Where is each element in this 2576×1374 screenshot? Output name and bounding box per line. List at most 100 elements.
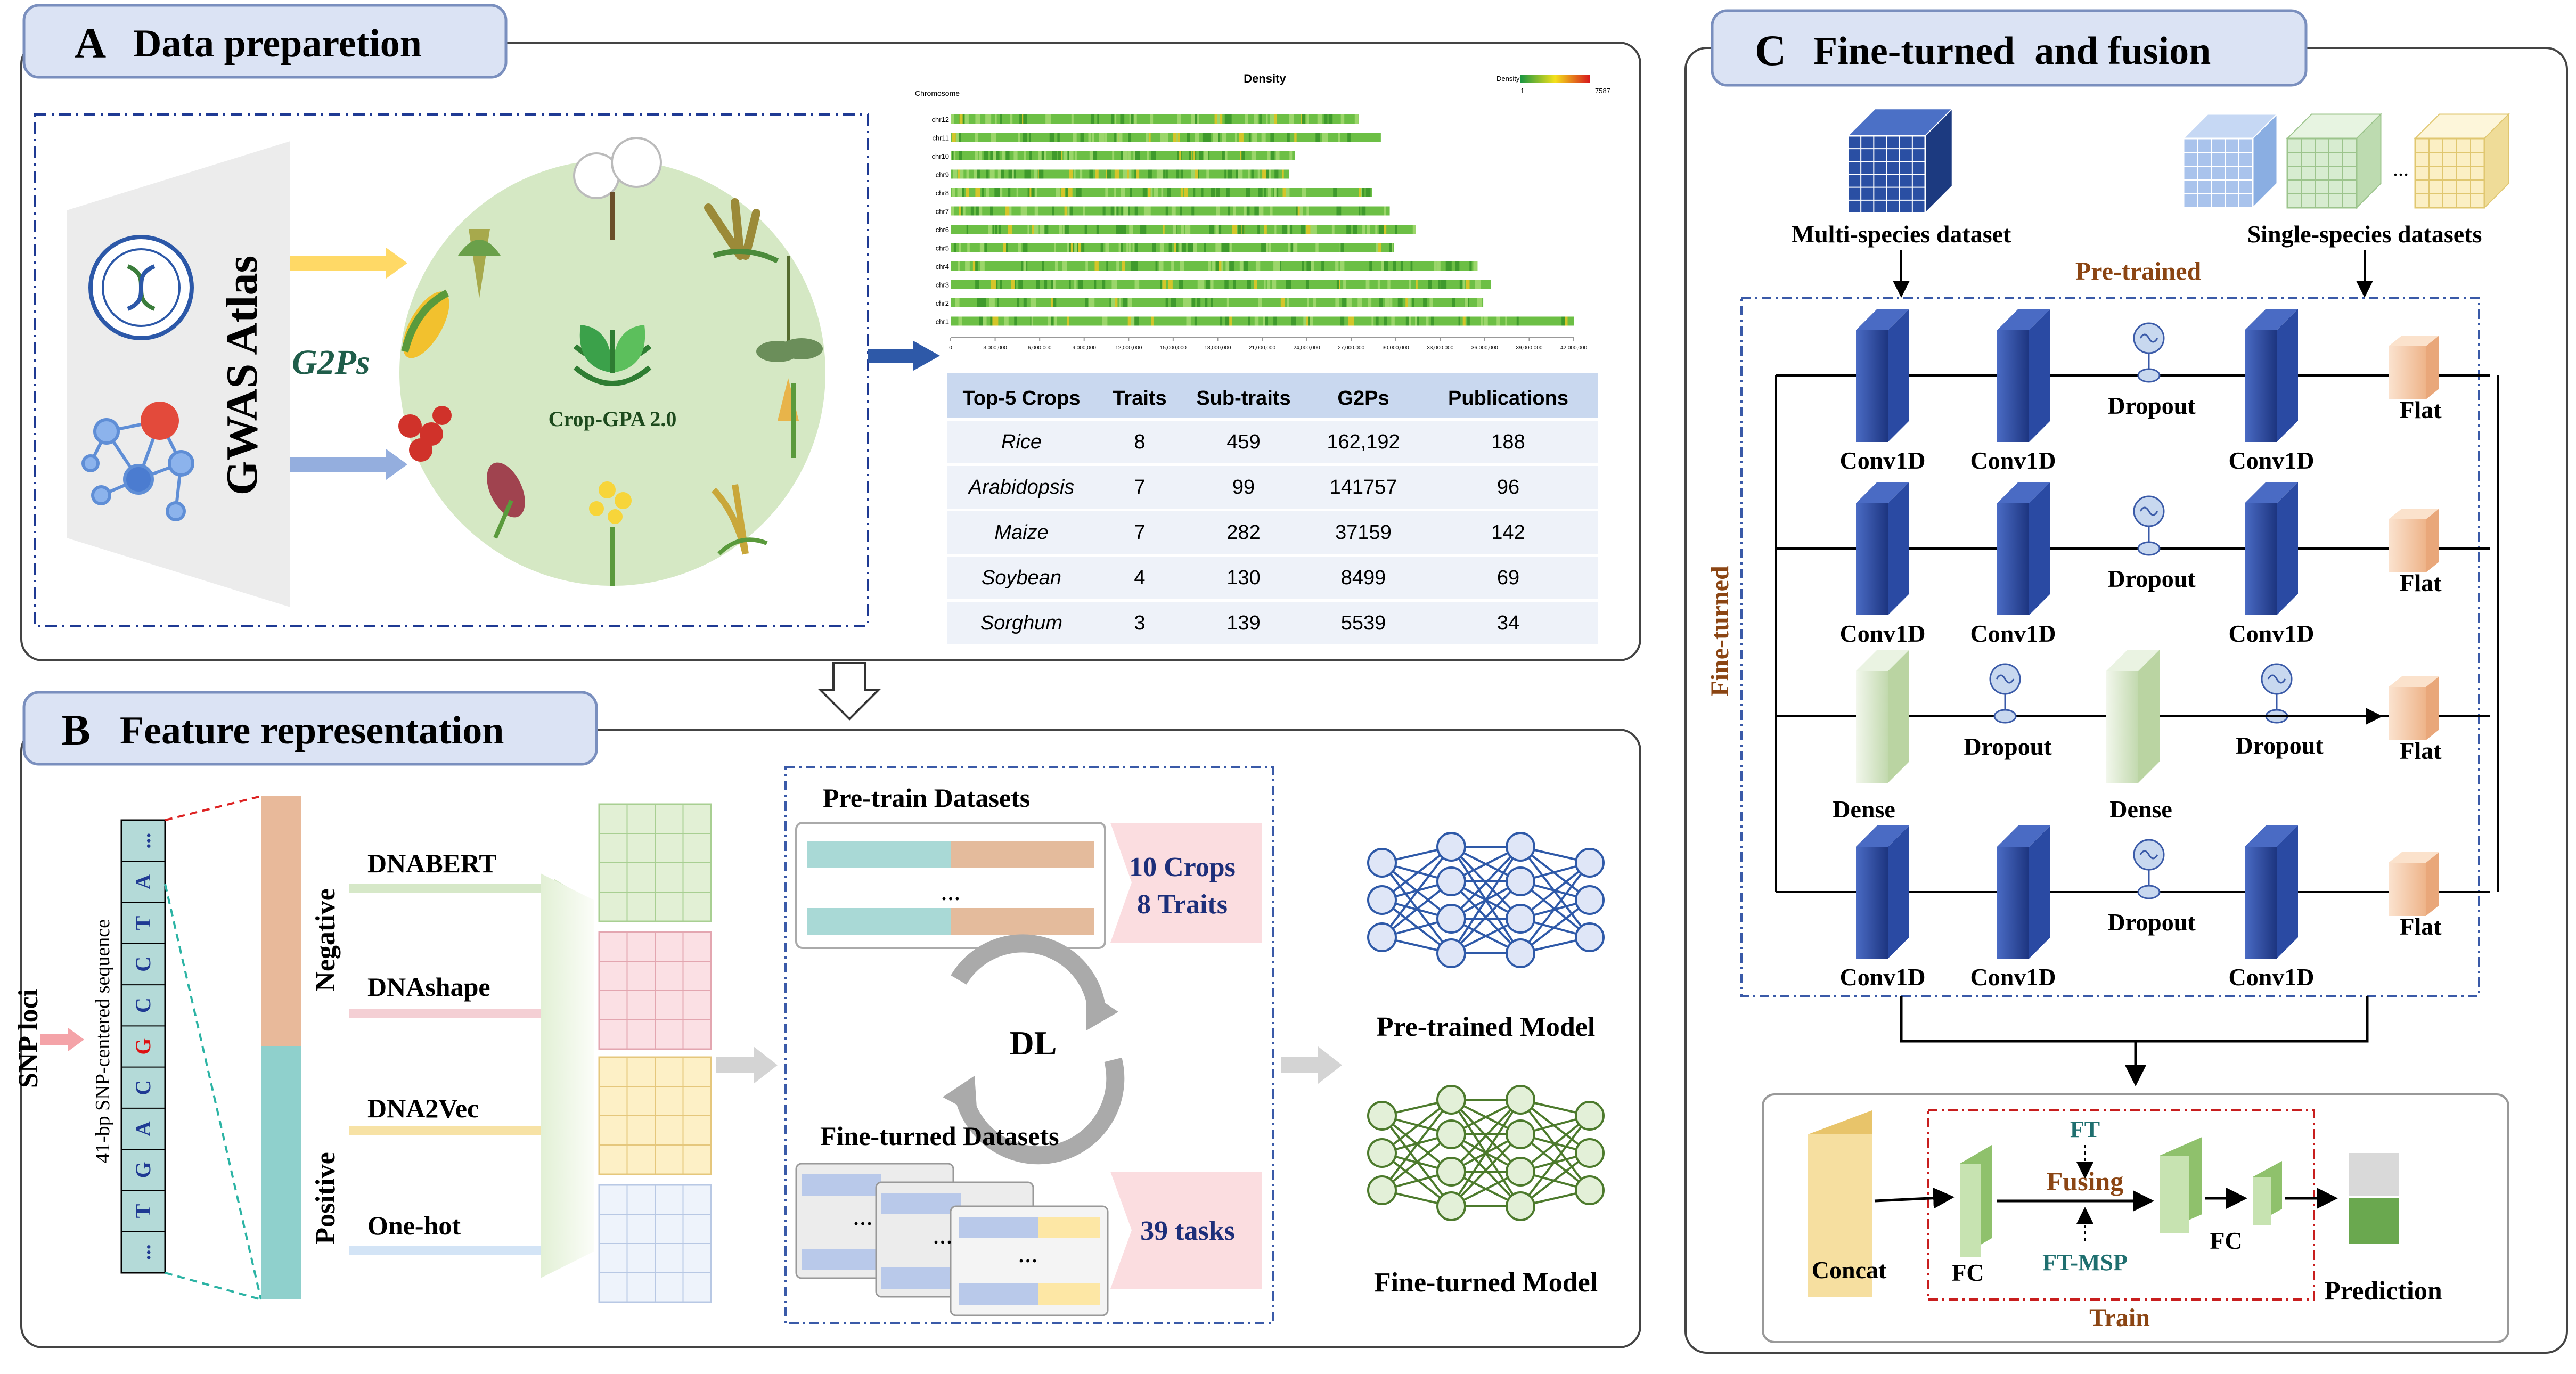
layer-label: Dropout — [2107, 565, 2196, 592]
layer-label: Flat — [2399, 913, 2442, 940]
encoder-dna2vec: DNA2Vec — [367, 1093, 479, 1123]
crop-gpa-logo-icon — [573, 325, 652, 386]
table-cell: Sorghum — [980, 612, 1062, 634]
layer-label: Dense — [2109, 796, 2172, 823]
merge-lines — [1900, 996, 2369, 1086]
cotton-icon — [573, 137, 662, 240]
model-box — [1740, 297, 2480, 997]
pretrained-network-icon — [1367, 832, 1605, 968]
density-tick-label: 42,000,000 — [1560, 345, 1587, 351]
snp-loci-label: SNP loci — [13, 989, 44, 1088]
pretrain-badge-line2: 8 Traits — [1137, 889, 1228, 920]
prediction-label: Prediction — [2324, 1275, 2442, 1305]
table-cell: 7 — [1134, 476, 1145, 498]
density-tick-label: 33,000,000 — [1427, 345, 1453, 351]
train-label: Train — [2089, 1304, 2150, 1332]
panel-c-letter: C — [1755, 26, 1786, 75]
finetuned-label: Fine-turned — [1706, 566, 1734, 697]
pretrain-badge-line1: 10 Crops — [1129, 852, 1236, 882]
fc2-label: FC — [2210, 1227, 2242, 1254]
arrow-to-density — [868, 341, 940, 371]
chromosome-bar — [951, 280, 1491, 289]
chromosome-bar — [951, 206, 1390, 216]
chromosome-label: chr8 — [936, 189, 949, 197]
wheat-icon — [704, 198, 779, 264]
table-header-cell: G2Ps — [1337, 387, 1389, 410]
datasets-box — [784, 766, 1274, 1324]
sequence-base: T — [131, 1204, 155, 1218]
density-tick-label: 6,000,000 — [1028, 345, 1052, 351]
density-title: Density — [1244, 72, 1286, 85]
chromosome-label: chr10 — [931, 152, 949, 160]
pretrain-title: Pre-train Datasets — [823, 783, 1030, 813]
negative-bar — [261, 796, 301, 1046]
panel-c-header — [1711, 9, 2308, 87]
sorghum-icon — [778, 378, 799, 458]
table-header-cell: Traits — [1113, 387, 1166, 410]
sequence-base: A — [131, 1121, 155, 1136]
density-chart: Density Chromosome Density 1 7587 chr12c… — [915, 72, 1610, 351]
density-legend-label: Density — [1496, 75, 1520, 83]
atlas-title: GWAS Atlas — [217, 256, 267, 495]
dl-label: DL — [1010, 1024, 1057, 1062]
panel-b: B Feature representation SNP loci 41-bp … — [13, 691, 1641, 1348]
density-tick-label: 3,000,000 — [983, 345, 1007, 351]
prediction-block — [2349, 1153, 2399, 1196]
multi-species-cube-icon — [1846, 107, 1954, 215]
negative-label: Negative — [310, 888, 341, 991]
density-tick-label: 9,000,000 — [1072, 345, 1096, 351]
encoder-dnashape: DNAshape — [367, 972, 490, 1002]
table-header-cell: Sub-traits — [1196, 387, 1290, 410]
layer-label: Dropout — [2107, 392, 2196, 419]
finetune-ellipsis-3: ... — [1018, 1238, 1038, 1268]
table-cell: Soybean — [982, 567, 1061, 589]
fc1-label: FC — [1951, 1259, 1984, 1286]
density-tick-label: 24,000,000 — [1294, 345, 1320, 351]
table-cell: 142 — [1491, 521, 1525, 544]
chromosome-label: chr2 — [936, 299, 949, 307]
panel-b-letter: B — [61, 706, 91, 754]
panel-a: A Data preparetion GWAS Atlas — [20, 4, 1641, 661]
finetuned-network-icon — [1367, 1085, 1605, 1221]
table-cell: 34 — [1497, 612, 1519, 634]
density-legend-max: 7587 — [1595, 87, 1610, 95]
chromosome-label: chr9 — [936, 171, 949, 179]
table-row — [947, 602, 1598, 644]
finetune-cards — [795, 1163, 1109, 1316]
fusing-label: Fusing — [2047, 1166, 2124, 1196]
density-legend-bar — [1520, 75, 1590, 83]
encoder-dnabert: DNABERT — [367, 848, 497, 878]
finetune-badge — [1110, 1172, 1262, 1289]
layer-label: Dropout — [2107, 909, 2196, 936]
positive-label: Positive — [310, 1152, 341, 1244]
network-icon — [81, 402, 194, 521]
table-cell: 8499 — [1341, 567, 1386, 589]
table-cell: 4 — [1134, 567, 1145, 589]
table-cell: 69 — [1497, 567, 1519, 589]
panel-a-header — [22, 4, 508, 79]
table-cell: 459 — [1226, 431, 1260, 453]
table-cell: Arabidopsis — [968, 476, 1075, 498]
density-tick-label: 27,000,000 — [1338, 345, 1364, 351]
g2ps-label: G2Ps — [292, 343, 370, 382]
cube-ellipsis: ... — [2393, 157, 2409, 181]
chromosome-bar — [951, 243, 1394, 252]
finetuned-model-label: Fine-turned Model — [1374, 1267, 1598, 1298]
positive-bar — [261, 1046, 301, 1299]
pretrain-ellipsis: ... — [941, 876, 961, 906]
fc1-block — [1960, 1145, 1992, 1257]
finetune-badge-text: 39 tasks — [1140, 1216, 1235, 1246]
encoder-arrows — [349, 879, 570, 1260]
pretrain-badge — [1110, 823, 1262, 943]
chromosome-label: chr4 — [936, 263, 949, 271]
gwas-atlas-logo-icon — [88, 235, 194, 340]
panel-b-title: Feature representation — [120, 709, 504, 753]
sequence-base: A — [131, 874, 155, 889]
layer-label: Conv1D — [1970, 620, 2056, 647]
table-row — [947, 511, 1598, 554]
table-cell: 96 — [1497, 476, 1519, 498]
ft-label: FT — [2070, 1116, 2100, 1142]
layer-label: Dropout — [2235, 732, 2324, 759]
